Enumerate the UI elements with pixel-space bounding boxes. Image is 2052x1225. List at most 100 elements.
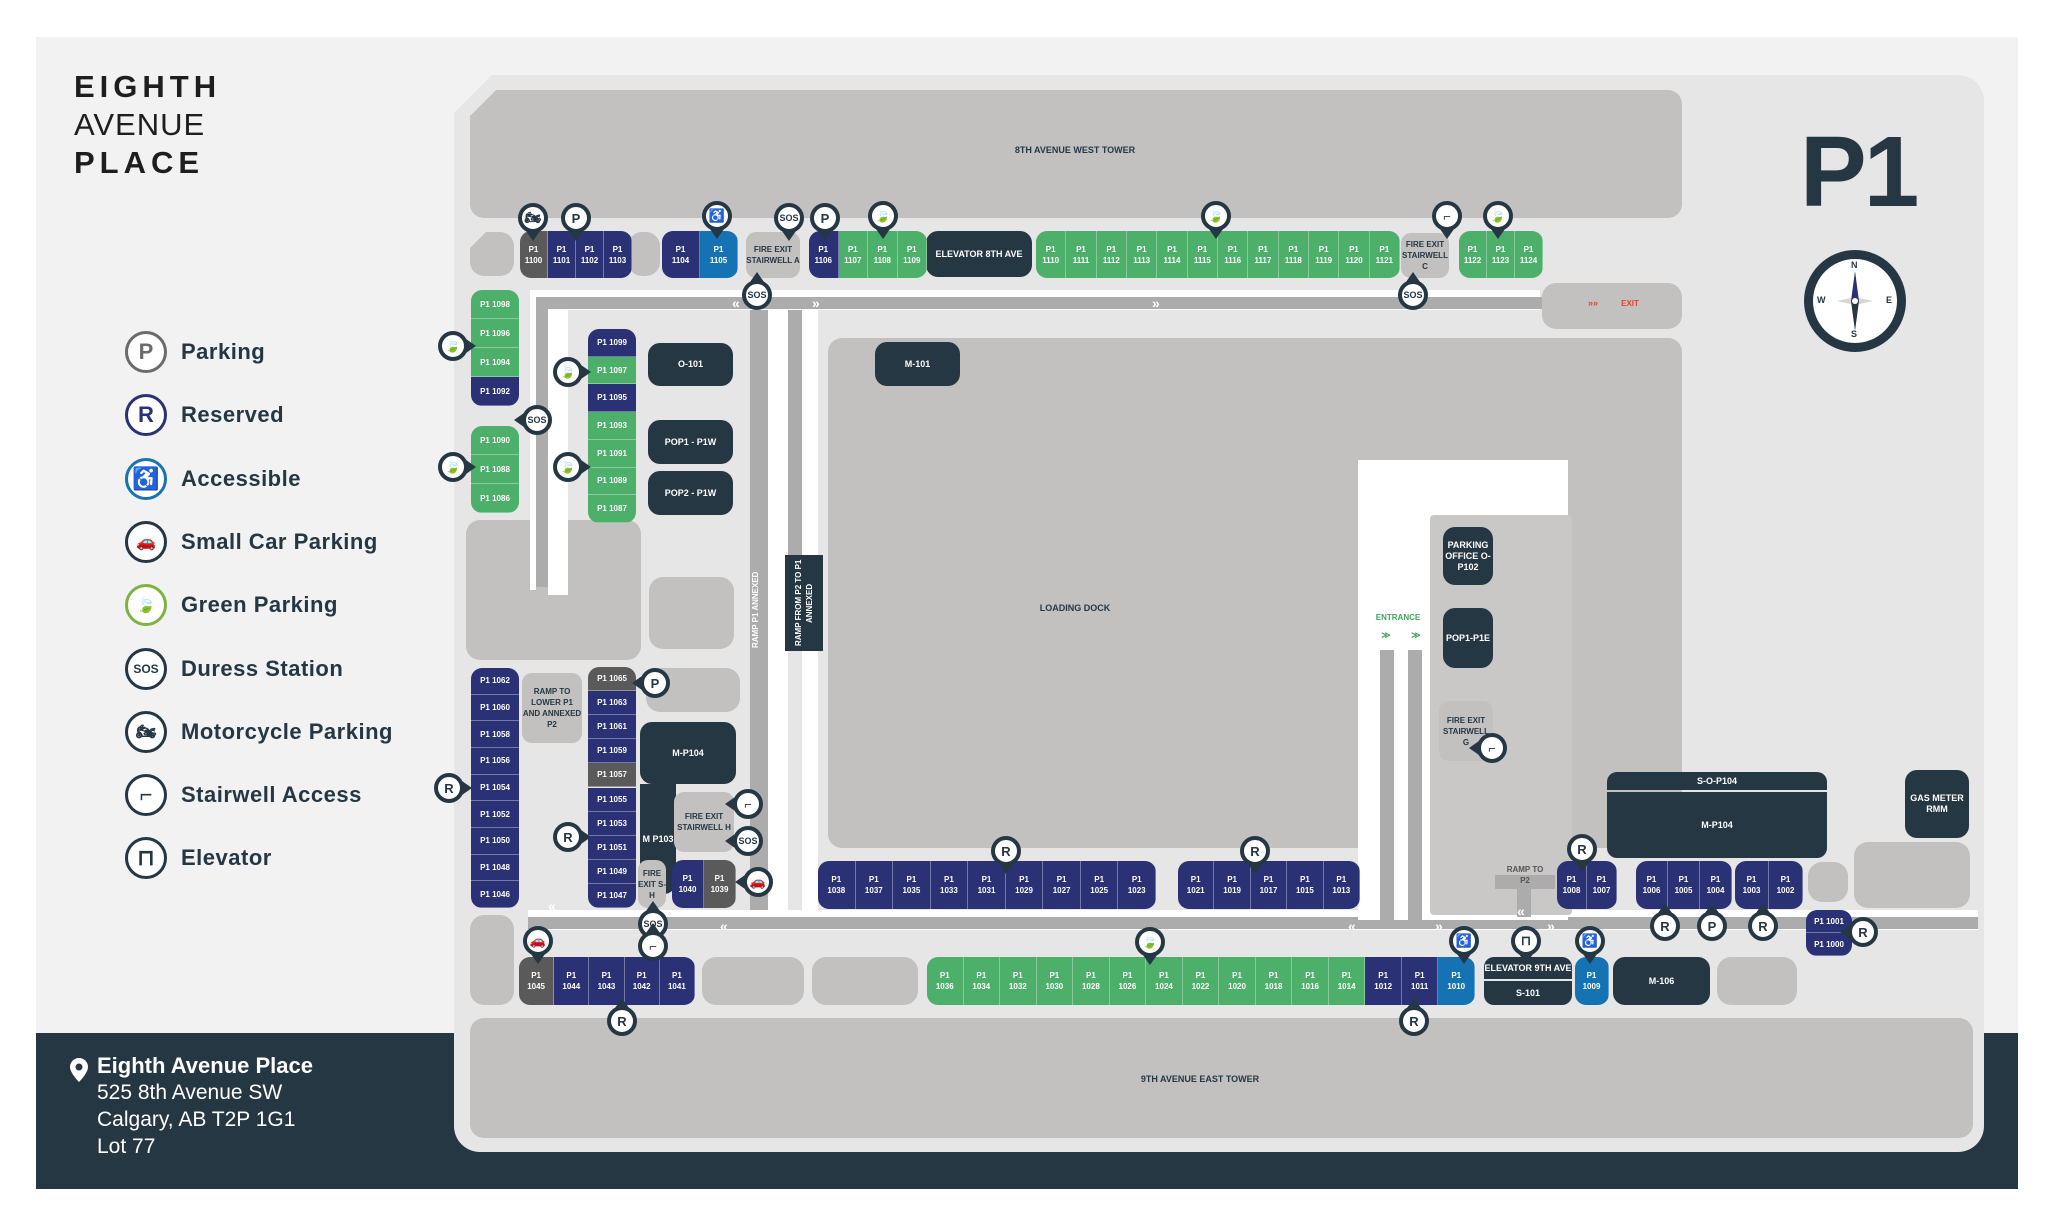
parking-stall[interactable]: P1 1024 (1146, 957, 1183, 1005)
green-leaf-icon[interactable]: 🍃 (1135, 927, 1165, 965)
parking-stall[interactable]: P1 1018 (1255, 957, 1293, 1005)
parking-stall[interactable]: P1 1039 (704, 860, 736, 908)
sos-icon[interactable]: SOS (514, 405, 552, 435)
accessible-icon[interactable]: ♿ (702, 201, 732, 239)
reserved-icon[interactable]: R (1567, 834, 1597, 872)
reserved-icon[interactable]: R (1748, 903, 1778, 941)
parking-stall[interactable]: P1 1114 (1157, 231, 1188, 278)
parking-stall[interactable]: P1 1111 (1066, 231, 1097, 278)
parking-icon[interactable]: P (810, 203, 840, 241)
reserved-icon[interactable]: R (434, 773, 472, 803)
parking-stall[interactable]: P1 1060 (471, 694, 519, 722)
parking-stall[interactable]: P1 1015 (1287, 861, 1324, 909)
parking-stall[interactable]: P1 1110 (1036, 231, 1067, 278)
parking-stall[interactable]: P1 1050 (471, 828, 519, 855)
stairs-icon[interactable]: ⌐ (1469, 733, 1507, 763)
parking-stall[interactable]: P1 1026 (1109, 957, 1147, 1005)
parking-stall[interactable]: P1 1094 (471, 348, 519, 377)
parking-stall[interactable]: P1 1023 (1118, 861, 1156, 909)
parking-stall[interactable]: P1 1058 (471, 721, 519, 748)
parking-stall[interactable]: P1 1004 (1700, 861, 1732, 909)
parking-stall[interactable]: P1 1045 (519, 957, 555, 1005)
parking-stall[interactable]: P1 1035 (893, 861, 931, 909)
parking-stall[interactable]: P1 1053 (588, 811, 636, 836)
stairs-icon[interactable]: ⌐ (725, 789, 763, 819)
parking-stall[interactable]: P1 1056 (471, 748, 519, 775)
parking-stall[interactable]: P1 1047 (588, 883, 636, 908)
parking-stall[interactable]: P1 1096 (471, 319, 519, 348)
green-leaf-icon[interactable]: 🍃 (438, 452, 476, 482)
accessible-icon[interactable]: ♿ (1449, 926, 1479, 964)
parking-stall[interactable]: P1 1116 (1218, 231, 1249, 278)
sos-icon[interactable]: SOS (774, 203, 804, 241)
parking-stall[interactable]: P1 1102 (576, 231, 604, 278)
parking-stall[interactable]: P1 1063 (588, 691, 636, 716)
motorcycle-icon[interactable]: 🏍 (518, 203, 548, 241)
parking-stall[interactable]: P1 1109 (897, 231, 927, 278)
parking-stall[interactable]: P1 1065 (588, 667, 636, 692)
parking-stall[interactable]: P1 1118 (1278, 231, 1309, 278)
parking-stall[interactable]: P1 1003 (1735, 861, 1769, 909)
parking-stall[interactable]: P1 1005 (1668, 861, 1700, 909)
reserved-icon[interactable]: R (607, 998, 637, 1036)
parking-stall[interactable]: P1 1086 (471, 484, 519, 513)
parking-stall[interactable]: P1 1048 (471, 854, 519, 882)
small-car-icon[interactable]: 🚗 (523, 926, 553, 964)
parking-stall[interactable]: P1 1117 (1248, 231, 1279, 278)
parking-stall[interactable]: P1 1122 (1459, 231, 1487, 278)
parking-stall[interactable]: P1 1098 (471, 290, 519, 319)
parking-stall[interactable]: P1 1112 (1096, 231, 1127, 278)
parking-stall[interactable]: P1 1052 (471, 801, 519, 828)
parking-stall[interactable]: P1 1097 (588, 356, 636, 385)
parking-stall[interactable]: P1 1062 (471, 668, 519, 695)
parking-stall[interactable]: P1 1027 (1043, 861, 1081, 909)
reserved-icon[interactable]: R (1240, 836, 1270, 874)
reserved-icon[interactable]: R (991, 836, 1021, 874)
parking-stall[interactable]: P1 1020 (1219, 957, 1256, 1005)
parking-stall[interactable]: P1 1113 (1127, 231, 1158, 278)
parking-stall[interactable]: P1 1019 (1214, 861, 1251, 909)
parking-stall[interactable]: P1 1016 (1292, 957, 1329, 1005)
parking-stall[interactable]: P1 1054 (471, 774, 519, 802)
green-leaf-icon[interactable]: 🍃 (1483, 201, 1513, 239)
parking-stall[interactable]: P1 1025 (1080, 861, 1119, 909)
parking-stall[interactable]: P1 1036 (927, 957, 964, 1005)
parking-stall[interactable]: P1 1002 (1769, 861, 1803, 909)
parking-stall[interactable]: P1 1088 (471, 455, 519, 484)
green-leaf-icon[interactable]: 🍃 (553, 357, 591, 387)
stairs-icon[interactable]: ⌐ (638, 923, 668, 961)
parking-stall[interactable]: P1 1049 (588, 859, 636, 884)
parking-stall[interactable]: P1 1012 (1365, 957, 1402, 1005)
parking-stall[interactable]: P1 1044 (554, 957, 590, 1005)
reserved-icon[interactable]: R (1399, 998, 1429, 1036)
parking-stall[interactable]: P1 1006 (1636, 861, 1668, 909)
sos-icon[interactable]: SOS (1398, 272, 1428, 310)
parking-stall[interactable]: P1 1009 (1575, 957, 1609, 1005)
parking-stall[interactable]: P1 1093 (588, 412, 636, 440)
reserved-icon[interactable]: R (553, 822, 591, 852)
parking-stall[interactable]: P1 1124 (1515, 231, 1543, 278)
green-leaf-icon[interactable]: 🍃 (438, 331, 476, 361)
parking-stall[interactable]: P1 1121 (1369, 231, 1400, 278)
parking-stall[interactable]: P1 1033 (930, 861, 969, 909)
small-car-icon[interactable]: 🚗 (735, 867, 773, 897)
parking-stall[interactable]: P1 1095 (588, 384, 636, 413)
sos-icon[interactable]: SOS (725, 826, 763, 856)
reserved-icon[interactable]: R (1840, 917, 1878, 947)
parking-stall[interactable]: P1 1099 (588, 329, 636, 357)
parking-stall[interactable]: P1 1034 (963, 957, 1001, 1005)
parking-stall[interactable]: P1 1043 (589, 957, 625, 1005)
parking-stall[interactable]: P1 1014 (1328, 957, 1366, 1005)
parking-stall[interactable]: P1 1120 (1339, 231, 1370, 278)
parking-stall[interactable]: P1 1022 (1182, 957, 1220, 1005)
parking-icon[interactable]: P (561, 203, 591, 241)
parking-stall[interactable]: P1 1051 (588, 835, 636, 860)
parking-stall[interactable]: P1 1028 (1073, 957, 1110, 1005)
parking-stall[interactable]: P1 1010 (1438, 957, 1475, 1005)
parking-stall[interactable]: P1 1092 (471, 377, 519, 406)
parking-stall[interactable]: P1 1038 (818, 861, 856, 909)
elevator-icon[interactable]: ⊓ (1511, 926, 1541, 964)
sos-icon[interactable]: SOS (742, 272, 772, 310)
stairs-icon[interactable]: ⌐ (1432, 201, 1462, 239)
parking-stall[interactable]: P1 1021 (1178, 861, 1215, 909)
